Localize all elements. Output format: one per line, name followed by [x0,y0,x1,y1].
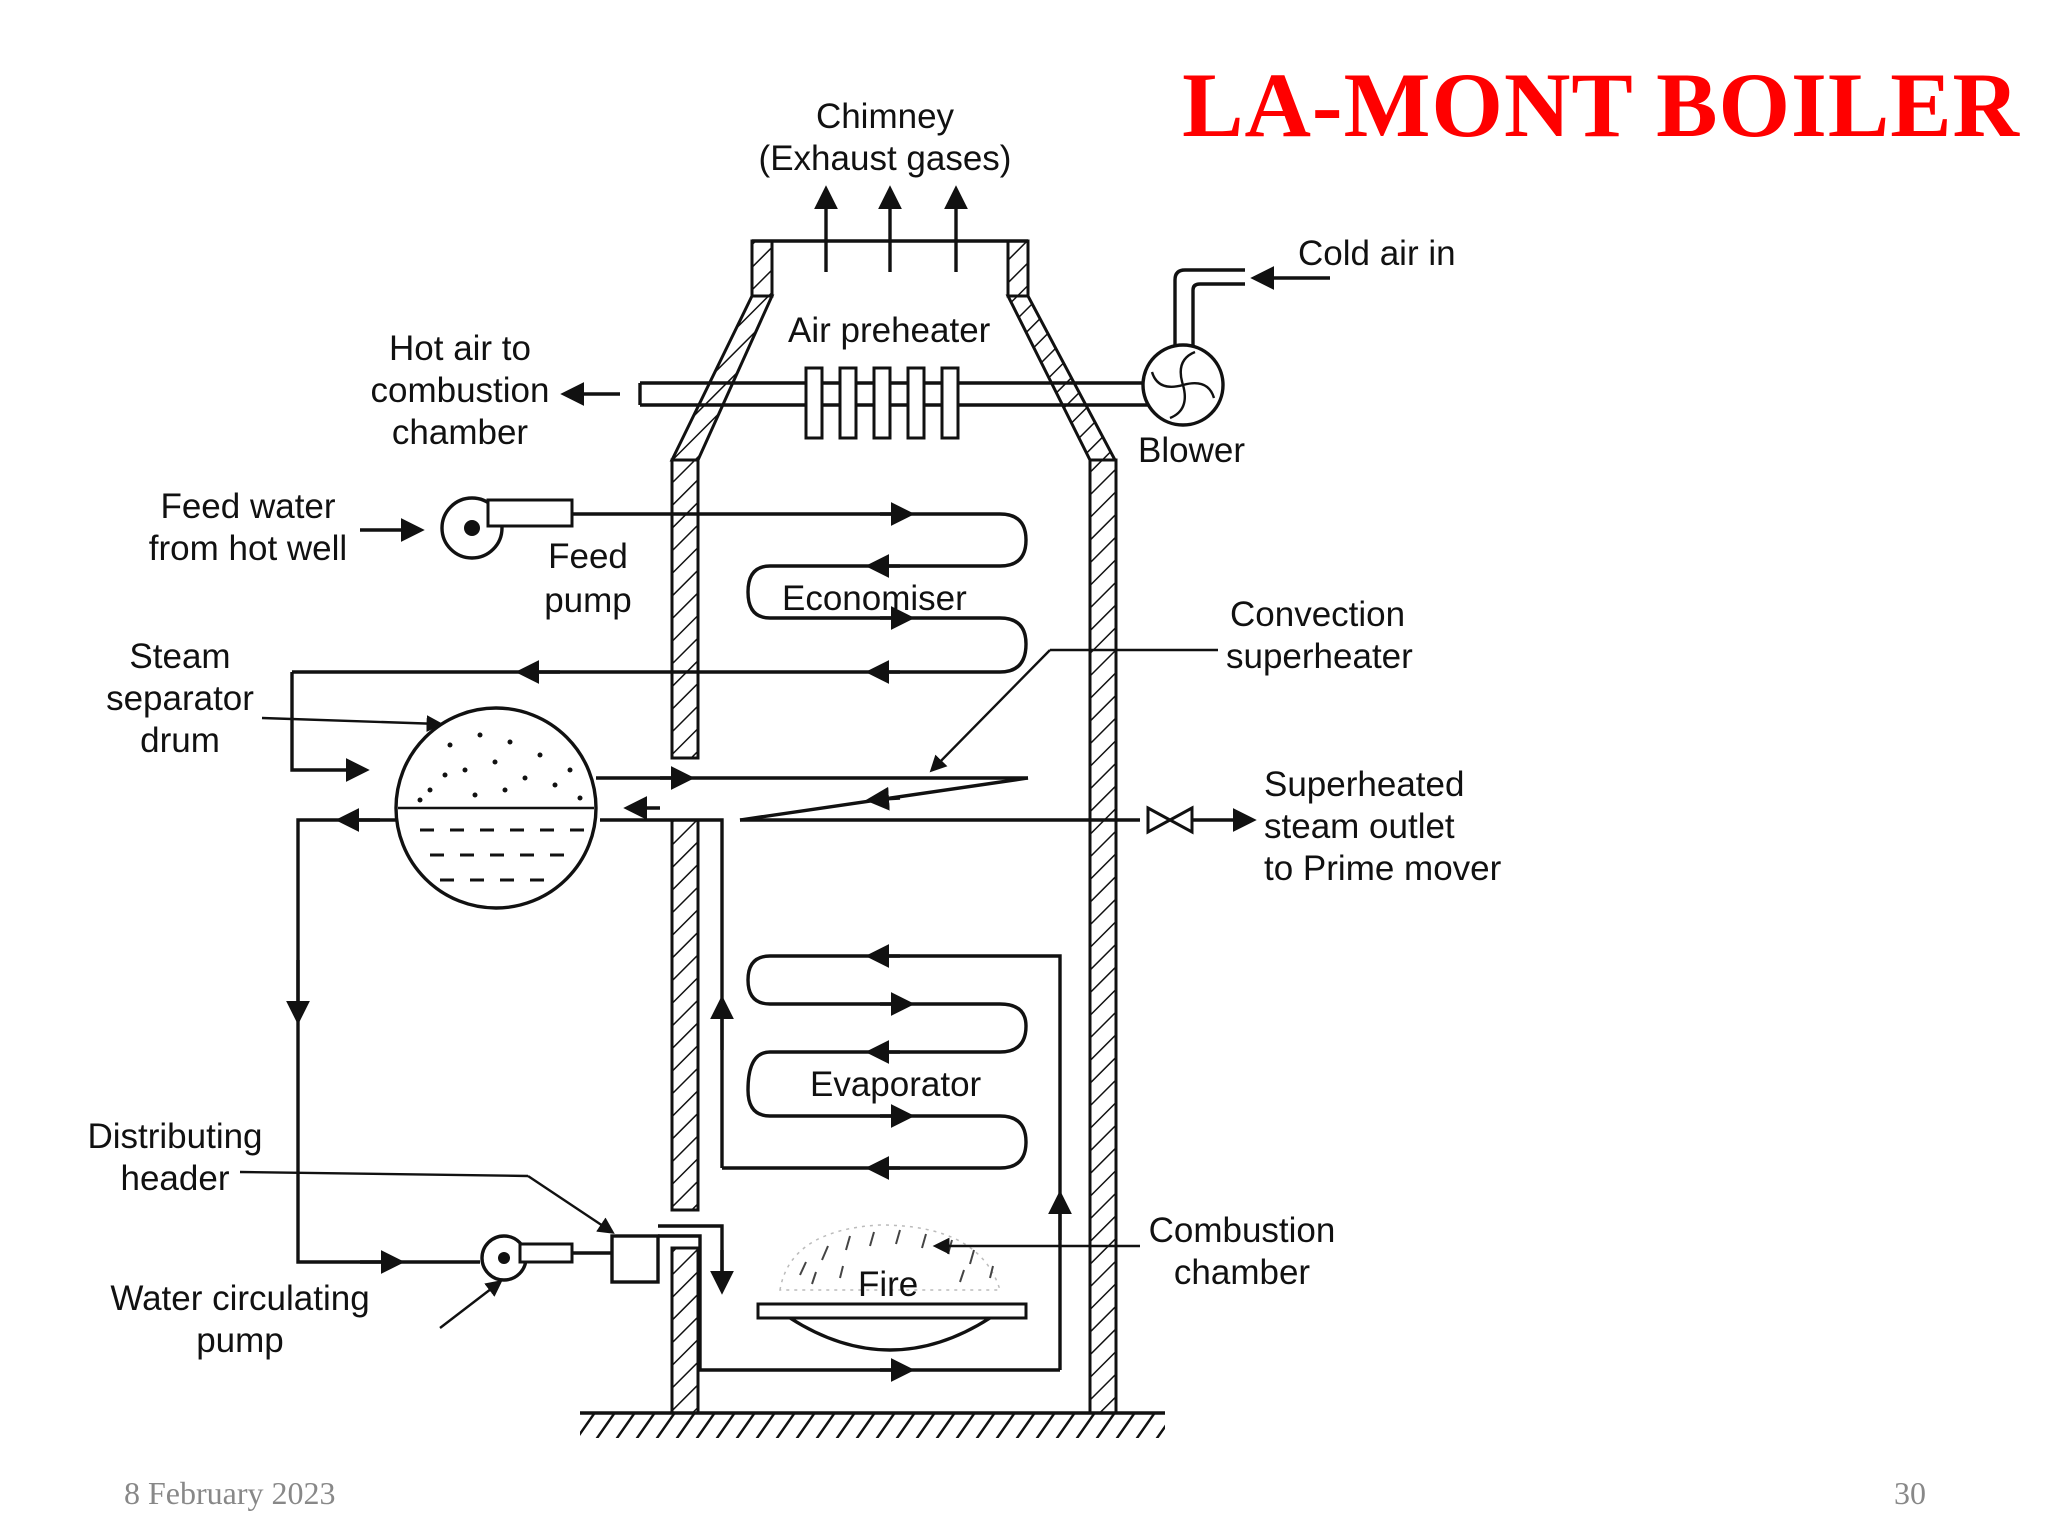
distributing-label-2: header [121,1159,230,1198]
chimney-label-1: Chimney [816,97,955,136]
exhaust-arrows [814,185,968,272]
air-preheater [560,366,1150,440]
steam-separator-label-3: drum [140,721,220,760]
distributing-label-1: Distributing [87,1117,262,1156]
blower-label: Blower [1138,431,1245,470]
superheated-label-3: to Prime mover [1264,849,1502,888]
cold-air-label: Cold air in [1298,234,1456,273]
superheated-label-2: steam outlet [1264,807,1455,846]
combustion-label-2: chamber [1174,1253,1311,1292]
evaporator-label: Evaporator [810,1065,982,1104]
circulating-pump-icon [439,1234,612,1329]
combustion-label-1: Combustion [1149,1211,1336,1250]
steam-separator-label-1: Steam [129,637,230,676]
superheated-label-1: Superheated [1264,765,1464,804]
distributing-header [610,1224,1060,1382]
convection-superheater [596,648,1218,822]
evaporator-coil [722,944,1072,1370]
convection-label-1: Convection [1230,595,1405,634]
circ-pump-label-1: Water circulating [110,1279,369,1318]
feed-water-label-1: Feed water [160,487,335,526]
chimney-label-2: (Exhaust gases) [759,139,1012,178]
boiler-casing [669,239,1118,1415]
air-preheater-label: Air preheater [788,311,991,350]
economiser-label: Economiser [782,579,967,618]
outlet-valve-icon [1146,805,1257,835]
feed-pump-label-2: pump [544,581,632,620]
ground [580,1411,1165,1438]
circ-pump-label-2: pump [196,1321,284,1360]
steam-separator-label-2: separator [106,679,254,718]
feed-water-label-2: from hot well [149,529,347,568]
economiser-coil [292,502,1028,684]
slide-page-number: 30 [1894,1475,1926,1511]
feed-pump-icon [360,496,574,560]
fire-label: Fire [858,1265,918,1304]
feed-pump-label-1: Feed [548,537,628,576]
blower-icon [1141,266,1330,427]
slide-date: 8 February 2023 [124,1475,336,1511]
hot-air-label-3: chamber [392,413,529,452]
slide-title: LA-MONT BOILER [1182,54,2020,156]
hot-air-label-2: combustion [371,371,550,410]
steam-separator-drum [394,706,598,910]
convection-label-2: superheater [1226,637,1413,676]
hot-air-label-1: Hot air to [389,329,531,368]
